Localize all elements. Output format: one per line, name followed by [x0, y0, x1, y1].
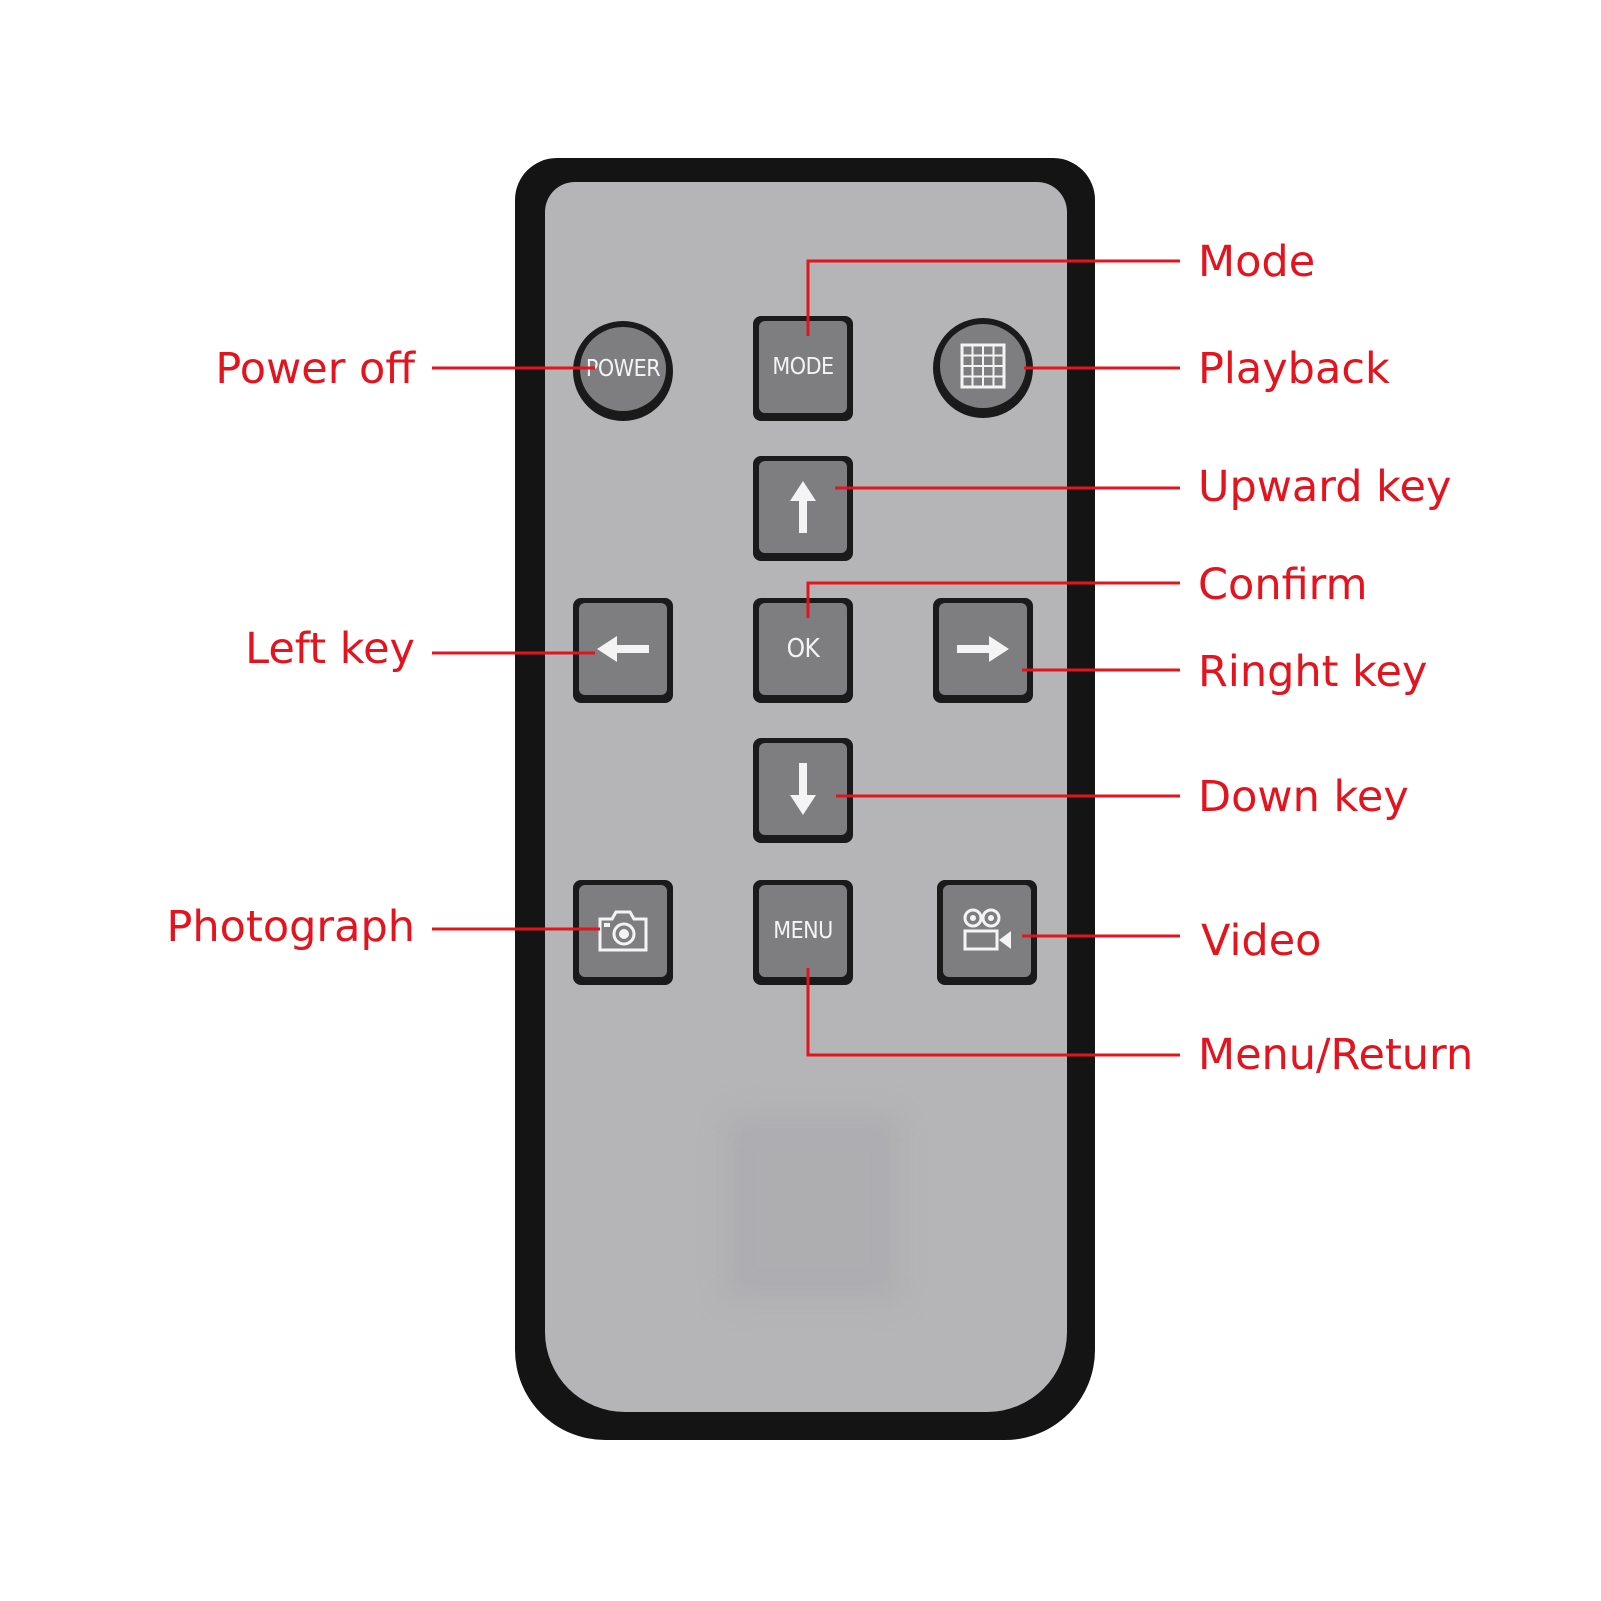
up-button[interactable] [753, 456, 853, 561]
menu-button-label: MENU [773, 918, 833, 944]
label-down-key: Down key [1198, 772, 1409, 822]
label-power-off: Power off [215, 344, 415, 394]
label-video: Video [1201, 916, 1322, 966]
leader-mode [806, 259, 1180, 336]
label-right-key: Ringht key [1198, 647, 1428, 697]
label-photograph: Photograph [166, 902, 415, 952]
label-mode: Mode [1198, 237, 1316, 287]
arrow-up-icon [790, 481, 816, 533]
leader-menu [806, 968, 1180, 1057]
label-upward-key: Upward key [1198, 462, 1452, 512]
label-left-key: Left key [245, 624, 415, 674]
arrow-left-icon [597, 636, 649, 662]
ok-button-label: OK [786, 634, 820, 664]
left-button[interactable] [573, 598, 673, 703]
ok-button[interactable]: OK [753, 598, 853, 703]
arrow-down-icon [790, 763, 816, 815]
power-button-label: POWER [585, 356, 661, 382]
arrow-right-icon [957, 636, 1009, 662]
mode-button[interactable]: MODE [753, 316, 853, 421]
label-confirm: Confirm [1198, 560, 1368, 610]
grid-icon [960, 343, 1006, 389]
mode-button-label: MODE [772, 354, 834, 380]
video-camera-icon [963, 908, 1011, 951]
camera-icon [598, 910, 648, 952]
down-button[interactable] [753, 738, 853, 843]
label-menu-return: Menu/Return [1198, 1030, 1474, 1080]
right-button[interactable] [933, 598, 1033, 703]
video-button[interactable] [937, 880, 1037, 985]
label-playback: Playback [1198, 344, 1390, 394]
photo-button[interactable] [573, 880, 673, 985]
ir-window [725, 1115, 900, 1300]
leader-ok [806, 581, 1180, 618]
playback-button[interactable] [933, 318, 1033, 418]
menu-button[interactable]: MENU [753, 880, 853, 985]
